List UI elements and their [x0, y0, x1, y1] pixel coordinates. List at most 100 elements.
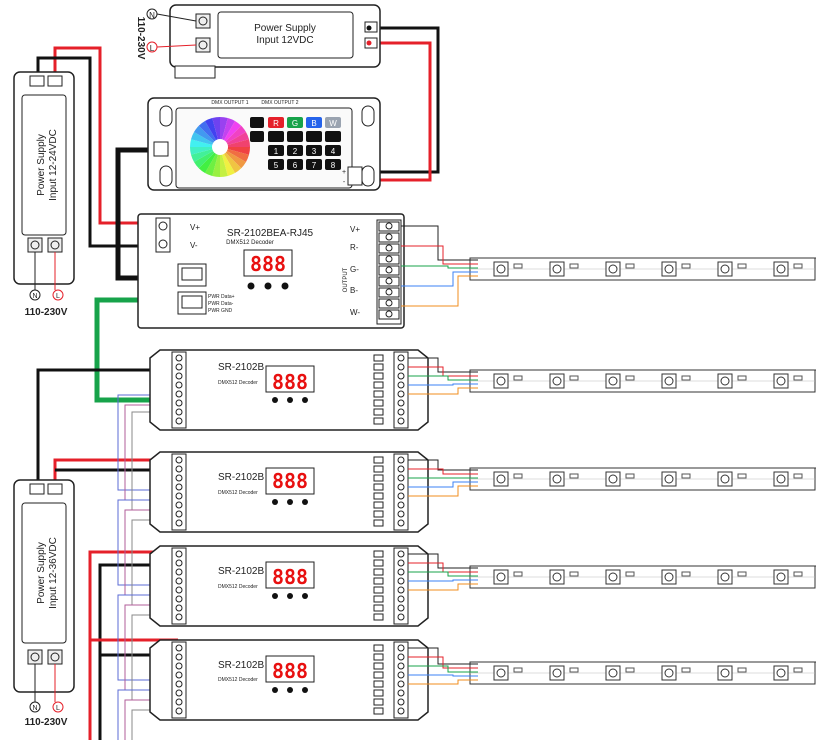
power-button[interactable]: [250, 117, 264, 128]
terminal-screw-head: [385, 255, 393, 263]
master-button-1[interactable]: [247, 282, 255, 290]
color-wheel-segment[interactable]: [191, 132, 220, 147]
color-wheel-segment[interactable]: [194, 147, 220, 169]
zone-button-6[interactable]: [287, 159, 303, 170]
color-wheel-segment[interactable]: [194, 125, 220, 147]
color-button-r[interactable]: [268, 117, 284, 128]
color-button-w[interactable]: [325, 117, 341, 128]
output-wire: [408, 481, 478, 488]
terminal-screw-head: [175, 465, 183, 473]
color-wheel-segment[interactable]: [220, 121, 242, 147]
strip-resistor: [513, 667, 523, 673]
slave-2-subtitle: DMX512 Decoder: [218, 490, 258, 496]
strip-resistor: [569, 263, 579, 269]
zone-button-7[interactable]: [306, 159, 322, 170]
mode-button[interactable]: [268, 131, 284, 142]
terminal-screw: [378, 309, 400, 320]
strip-resistor: [625, 473, 635, 479]
slave-display-frame: [265, 467, 315, 495]
strip-resistor: [681, 473, 691, 479]
terminal-screw-head: [397, 671, 405, 679]
output-pin: [373, 653, 384, 661]
master-button-3[interactable]: [281, 282, 289, 290]
zone-button-2[interactable]: [287, 145, 303, 156]
slave-button[interactable]: [272, 499, 278, 505]
color-wheel-segment[interactable]: [205, 147, 220, 176]
color-wheel-segment[interactable]: [205, 118, 220, 147]
led-chip-lens: [720, 668, 730, 678]
output-pin: [373, 408, 384, 416]
terminal-screw-head: [397, 399, 405, 407]
color-wheel-segment[interactable]: [191, 147, 220, 162]
led-chip: [773, 471, 789, 487]
terminal-screw: [378, 287, 400, 298]
terminal-screw-head: [175, 604, 183, 612]
master-dmx-label-2: PWR Data-: [208, 301, 234, 307]
color-wheel-segment[interactable]: [198, 121, 220, 147]
mode-button[interactable]: [250, 131, 264, 142]
slave-button[interactable]: [302, 593, 308, 599]
zone-button-4[interactable]: [325, 145, 341, 156]
output-pin: [373, 595, 384, 603]
mode-button[interactable]: [287, 131, 303, 142]
terminal-screw-head: [385, 299, 393, 307]
zone-button-3[interactable]: [306, 145, 322, 156]
led-chip-lens: [776, 264, 786, 274]
color-wheel-segment[interactable]: [220, 147, 246, 169]
zone-button-5[interactable]: [268, 159, 284, 170]
slave-button[interactable]: [287, 499, 293, 505]
led-chip: [605, 373, 621, 389]
slave-button[interactable]: [287, 593, 293, 599]
led-chip: [549, 665, 565, 681]
color-button-g[interactable]: [287, 117, 303, 128]
led-chip: [717, 569, 733, 585]
slave-button[interactable]: [302, 687, 308, 693]
color-wheel[interactable]: [190, 117, 250, 177]
color-wheel-segment[interactable]: [220, 132, 249, 147]
slave-button[interactable]: [287, 687, 293, 693]
color-wheel-segment[interactable]: [220, 147, 249, 162]
strip-resistor: [681, 667, 691, 673]
mode-button[interactable]: [325, 131, 341, 142]
terminal-screw-head: [175, 689, 183, 697]
color-wheel-segment[interactable]: [220, 118, 235, 147]
led-chip-lens: [608, 264, 618, 274]
slave-button[interactable]: [302, 499, 308, 505]
strip-resistor: [625, 375, 635, 381]
terminal-screw-head: [397, 519, 405, 527]
color-button-b[interactable]: [306, 117, 322, 128]
output-pin: [373, 483, 384, 491]
strip-resistor: [569, 473, 579, 479]
slave-4-title: SR-2102B: [218, 660, 264, 671]
mode-button[interactable]: [306, 131, 322, 142]
zone-button-label: 3: [312, 147, 317, 156]
terminal-screw-head: [397, 363, 405, 371]
slave-button[interactable]: [272, 593, 278, 599]
slave-4-subtitle: DMX512 Decoder: [218, 677, 258, 683]
color-wheel-segment[interactable]: [220, 147, 242, 173]
strip-resistor: [513, 263, 523, 269]
output-wire: [408, 468, 478, 475]
led-chip-lens: [552, 668, 562, 678]
zone-button-1[interactable]: [268, 145, 284, 156]
slave-button[interactable]: [272, 687, 278, 693]
led-chip-lens: [776, 668, 786, 678]
slave-button[interactable]: [287, 397, 293, 403]
zone-button-8[interactable]: [325, 159, 341, 170]
terminal-screw-head: [397, 417, 405, 425]
slave-button[interactable]: [302, 397, 308, 403]
terminal-screw-head: [385, 222, 393, 230]
led-chip-lens: [664, 264, 674, 274]
output-pin: [373, 568, 384, 576]
master-subtitle: DMX512 Decoder: [226, 240, 274, 246]
led-chip: [717, 471, 733, 487]
color-wheel-segment[interactable]: [220, 147, 235, 176]
output-wire: [408, 665, 478, 673]
terminal-screw-head: [175, 613, 183, 621]
psu2-n: N: [32, 705, 37, 712]
master-button-2[interactable]: [264, 282, 272, 290]
color-wheel-segment[interactable]: [198, 147, 220, 173]
slave-button[interactable]: [272, 397, 278, 403]
color-wheel-segment[interactable]: [220, 125, 246, 147]
